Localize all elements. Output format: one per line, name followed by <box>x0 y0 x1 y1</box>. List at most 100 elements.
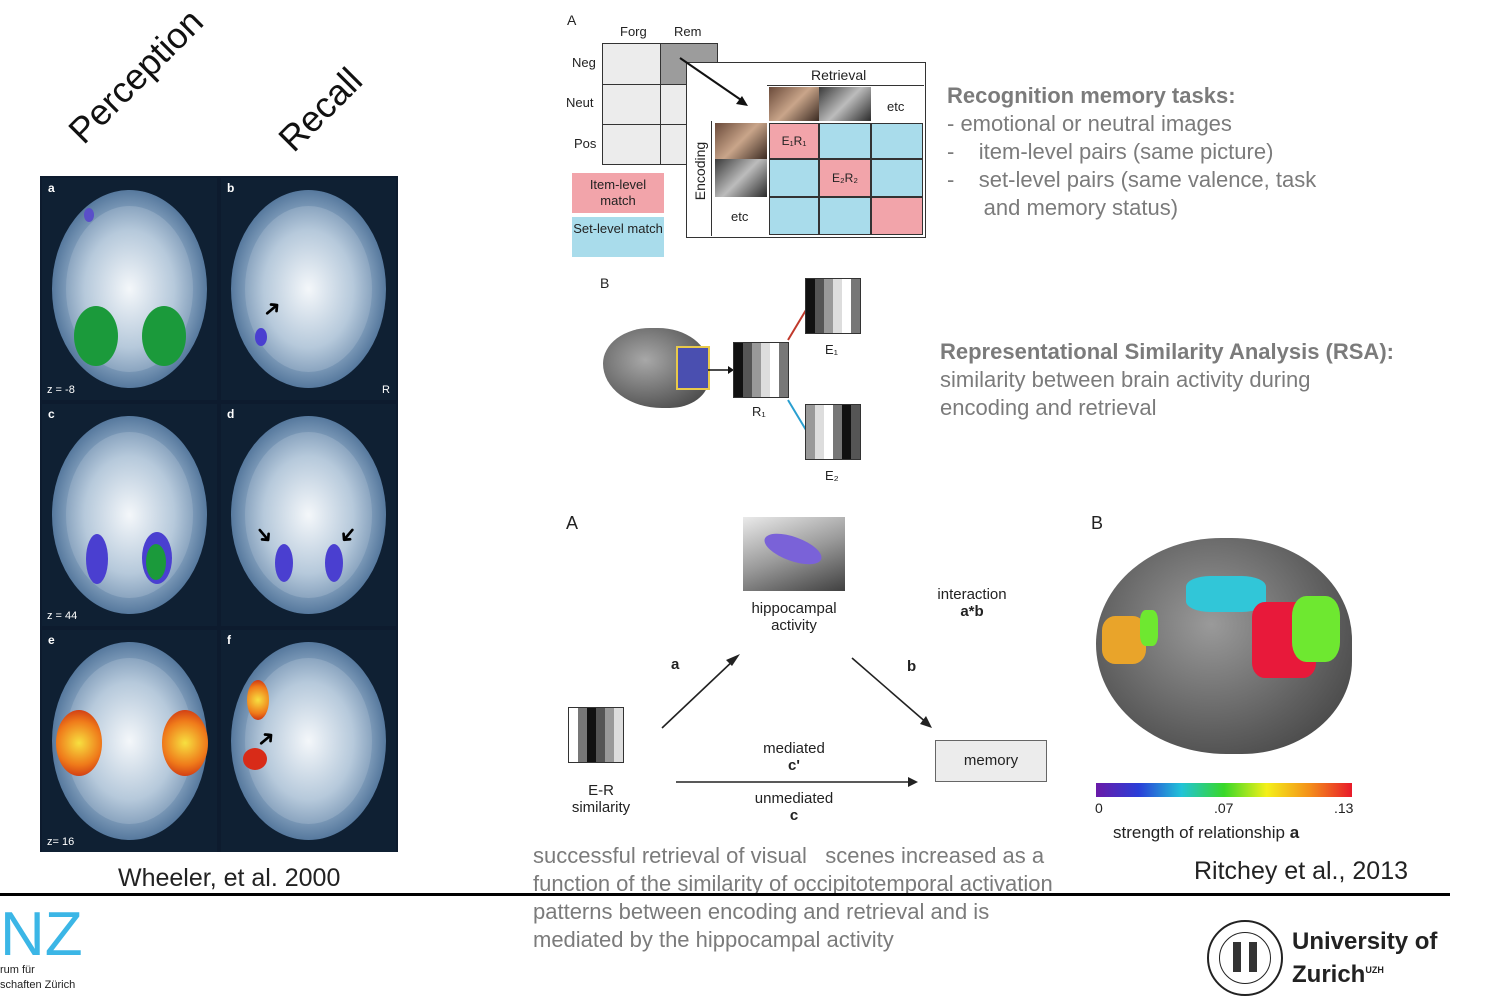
unmediated-label: unmediated c <box>744 790 844 824</box>
uzh-wordmark: University of ZurichUZH <box>1292 928 1437 989</box>
uzh-line-1: University of <box>1292 928 1438 955</box>
recognition-line-4: and memory status) <box>947 195 1179 220</box>
left-logo-line-2: schaften Zürich <box>0 979 76 991</box>
z-coordinate: z= 16 <box>47 836 75 848</box>
recognition-block: Recognition memory tasks: - emotional or… <box>947 82 1316 222</box>
etc-top: etc <box>887 99 905 114</box>
cell-e2r2: E₂R₂ <box>819 159 871 197</box>
row-neg: Neg <box>572 55 596 70</box>
caption-block: successful retrieval of visual scenes in… <box>533 842 1053 954</box>
fmri-slice-f: ➜ f <box>221 630 396 852</box>
fmri-slice-e: e z= 16 <box>42 630 217 852</box>
panel-letter: f <box>227 633 231 647</box>
similarity-text: similarity <box>571 799 631 816</box>
caption-line-4: mediated by the hippocampal activity <box>533 927 894 952</box>
footer-divider <box>0 893 1450 896</box>
fmri-slice-b: ➜ b R <box>221 178 396 400</box>
cortex-surface <box>1096 538 1352 754</box>
caption-line-2: function of the similarity of occipitote… <box>533 871 1053 896</box>
perception-label: Perception <box>60 0 211 152</box>
col-rem: Rem <box>674 24 702 39</box>
path-a: a <box>671 656 680 673</box>
interaction-term: a*b <box>960 603 984 620</box>
etc-left: etc <box>731 209 749 224</box>
mediation-arrows <box>661 654 932 787</box>
rsa-block: Representational Similarity Analysis (RS… <box>940 338 1394 422</box>
fmri-slice-d: ➜ ➜ d <box>221 404 396 626</box>
hippocampus-image <box>743 517 845 591</box>
col-forg: Forg <box>620 24 647 39</box>
panel-letter: e <box>48 633 55 647</box>
color-scale <box>1096 783 1352 797</box>
left-logo-line-1: rum für <box>0 964 35 976</box>
activity-text: activity <box>771 617 817 634</box>
encoding-label: Encoding <box>692 141 709 201</box>
memory-box: memory <box>935 740 1047 782</box>
matrix-er <box>568 707 624 763</box>
fmri-slice-a: a z = -8 <box>42 178 217 400</box>
uzh-line-2: Zurich <box>1292 961 1366 988</box>
label-r1: R₁ <box>752 404 766 419</box>
scale-label-bold: a <box>1289 823 1300 842</box>
unmediated-c: c <box>789 807 799 824</box>
er-similarity-label: E-R similarity <box>560 782 642 816</box>
scale-tick-0: 0 <box>1095 800 1103 816</box>
er-text: E-R <box>588 782 614 799</box>
panel-letter: c <box>48 407 55 421</box>
hippocampal-text: hippocampal <box>751 600 837 617</box>
brain-b-label: B <box>1091 513 1104 533</box>
fmri-panel-grid: a z = -8 ➜ b R c z = 44 ➜ ➜ d e z= 16 <box>40 176 398 852</box>
scale-tick-07: .07 <box>1214 800 1234 816</box>
wheeler-citation: Wheeler, et al. 2000 <box>118 864 341 892</box>
recall-label: Recall <box>270 59 371 160</box>
row-pos: Pos <box>574 136 597 151</box>
mediated-text: mediated <box>763 740 825 757</box>
scale-label-text: strength of relationship <box>1113 823 1285 842</box>
path-b: b <box>907 658 917 675</box>
row-neut: Neut <box>566 95 594 110</box>
retrieval-label: Retrieval <box>811 67 867 83</box>
scale-label: strength of relationship a <box>1113 823 1299 843</box>
panel-letter: a <box>48 181 55 195</box>
scale-tick-13: .13 <box>1334 800 1354 816</box>
fmri-slice-c: c z = 44 <box>42 404 217 626</box>
zoom-arrow <box>679 57 748 106</box>
rsa-matrix: Retrieval etc Encoding etc E₁R₁ E₂R₂ <box>686 62 926 238</box>
rsa-title: Representational Similarity Analysis (RS… <box>940 339 1394 364</box>
uzh-seal <box>1207 920 1283 996</box>
fig-b-label: B <box>600 275 610 291</box>
left-logo: NZ <box>0 900 83 969</box>
recognition-title: Recognition memory tasks: <box>947 83 1236 108</box>
panel-letter: d <box>227 407 235 421</box>
caption-line-1: successful retrieval of visual scenes in… <box>533 843 1045 868</box>
rsa-line-1: similarity between brain activity during <box>940 367 1311 392</box>
label-e2: E₂ <box>825 468 839 483</box>
caption-line-3: patterns between encoding and retrieval … <box>533 899 990 924</box>
connector-lines <box>708 309 807 431</box>
recognition-line-2: - item-level pairs (same picture) <box>947 139 1274 164</box>
legend-set-level: Set-level match <box>572 217 664 257</box>
label-e1: E₁ <box>825 342 839 357</box>
matrix-e1 <box>805 278 861 334</box>
z-coordinate: z = -8 <box>47 384 75 396</box>
matrix-r1 <box>733 342 789 398</box>
mediated-label: mediated c' <box>744 740 844 774</box>
recognition-line-1: - emotional or neutral images <box>947 111 1232 136</box>
recognition-line-3: - set-level pairs (same valence, task <box>947 167 1317 192</box>
matrix-e2 <box>805 404 861 460</box>
cell-e1r1: E₁R₁ <box>769 123 819 159</box>
side-label: R <box>382 384 390 396</box>
roi-box <box>676 346 710 390</box>
mediation-label-a: A <box>566 513 579 533</box>
ritchey-citation: Ritchey et al., 2013 <box>1194 857 1409 885</box>
panel-letter: b <box>227 181 235 195</box>
unmediated-text: unmediated <box>754 790 834 807</box>
z-coordinate: z = 44 <box>47 610 78 622</box>
rsa-line-2: encoding and retrieval <box>940 395 1157 420</box>
hippocampal-label: hippocampal activity <box>746 600 842 634</box>
uzh-sup: UZH <box>1365 965 1384 975</box>
interaction-text: interaction <box>937 586 1007 603</box>
mediated-c: c' <box>788 757 800 774</box>
legend-item-level: Item-level match <box>572 173 664 213</box>
fig-a-label: A <box>567 12 577 28</box>
